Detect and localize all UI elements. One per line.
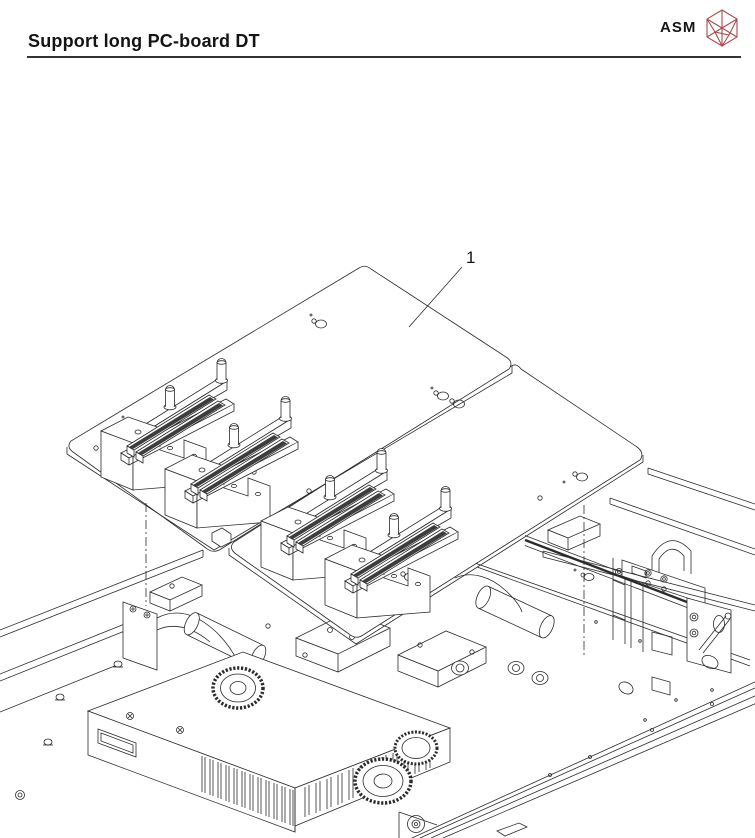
brand-name: ASM (660, 19, 697, 36)
callout-1-label: 1 (466, 248, 475, 267)
alignment-centerlines (145, 503, 585, 656)
callout-1: 1 (408, 248, 475, 328)
page-title: Support long PC-board DT (28, 31, 260, 51)
header-rule (27, 56, 741, 58)
asm-logo-icon (703, 8, 741, 53)
chassis-assembly (0, 467, 755, 838)
finned-cover-plate (86, 651, 452, 833)
callout-leader-line (408, 266, 463, 328)
gear-wheels (211, 666, 439, 805)
